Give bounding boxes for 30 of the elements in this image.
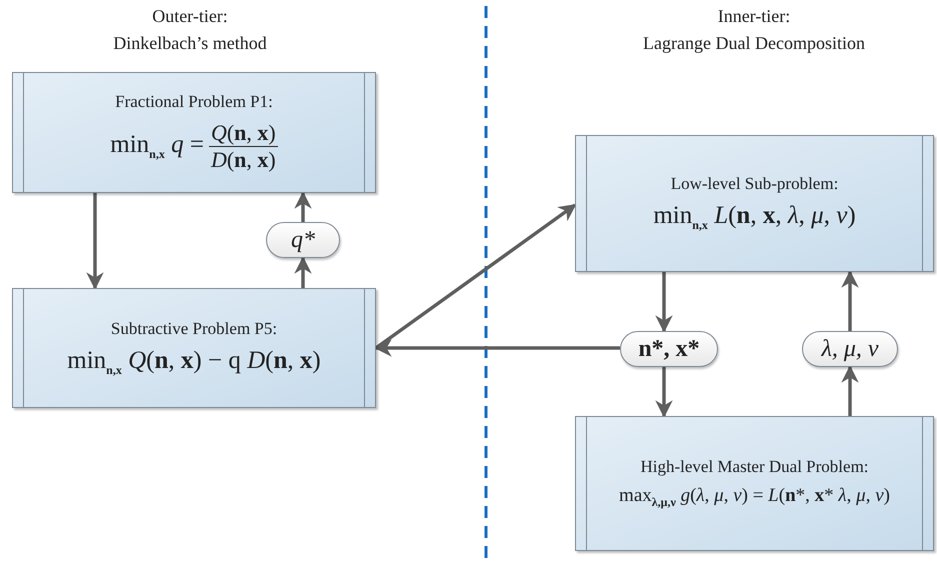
arrow [841, 270, 859, 331]
formula-text: min$_{n,x}$ Q(n, x) − q D(n, x) [67, 346, 321, 378]
tier-heading: Lagrange Dual Decomposition [643, 33, 865, 54]
problem-box [12, 288, 376, 408]
problem-box [575, 135, 934, 272]
value-pill: q* [266, 222, 340, 258]
arrow [655, 272, 673, 333]
tier-heading: Inner-tier: [718, 6, 790, 27]
denominator: D(n, x) [210, 147, 276, 173]
problem-box [575, 416, 934, 551]
formula-text: max$_{λ,μ,ν}$ g(λ, μ,ν) = L(n*, x* λ,μ,ν) [619, 485, 890, 510]
arrow [655, 367, 673, 418]
problem-box [12, 72, 376, 193]
problem-title: High-level Master Dual Problem: [640, 457, 869, 478]
tier-heading: Outer-tier: [152, 6, 228, 27]
tier-heading: Dinkelbach’s method [113, 33, 267, 54]
arrow [374, 339, 620, 357]
formula-text: min$_{n,x}$ q = [110, 131, 204, 162]
formula-text: min$_{n,x}$ L(n, x, λ, μ, ν) [653, 202, 856, 233]
arrow [841, 365, 859, 416]
value-pill: λ, μ, ν [802, 331, 898, 367]
problem-title: Low-level Sub-problem: [670, 174, 838, 194]
arrow [86, 193, 104, 290]
arrow [294, 256, 312, 288]
arrow [374, 204, 576, 350]
problem-title: Subtractive Problem P5: [110, 318, 278, 338]
numerator: Q(n, x) [208, 120, 278, 147]
arrow [294, 191, 312, 222]
value-pill: n*, x* [620, 331, 718, 367]
problem-title: Fractional Problem P1: [115, 92, 273, 112]
